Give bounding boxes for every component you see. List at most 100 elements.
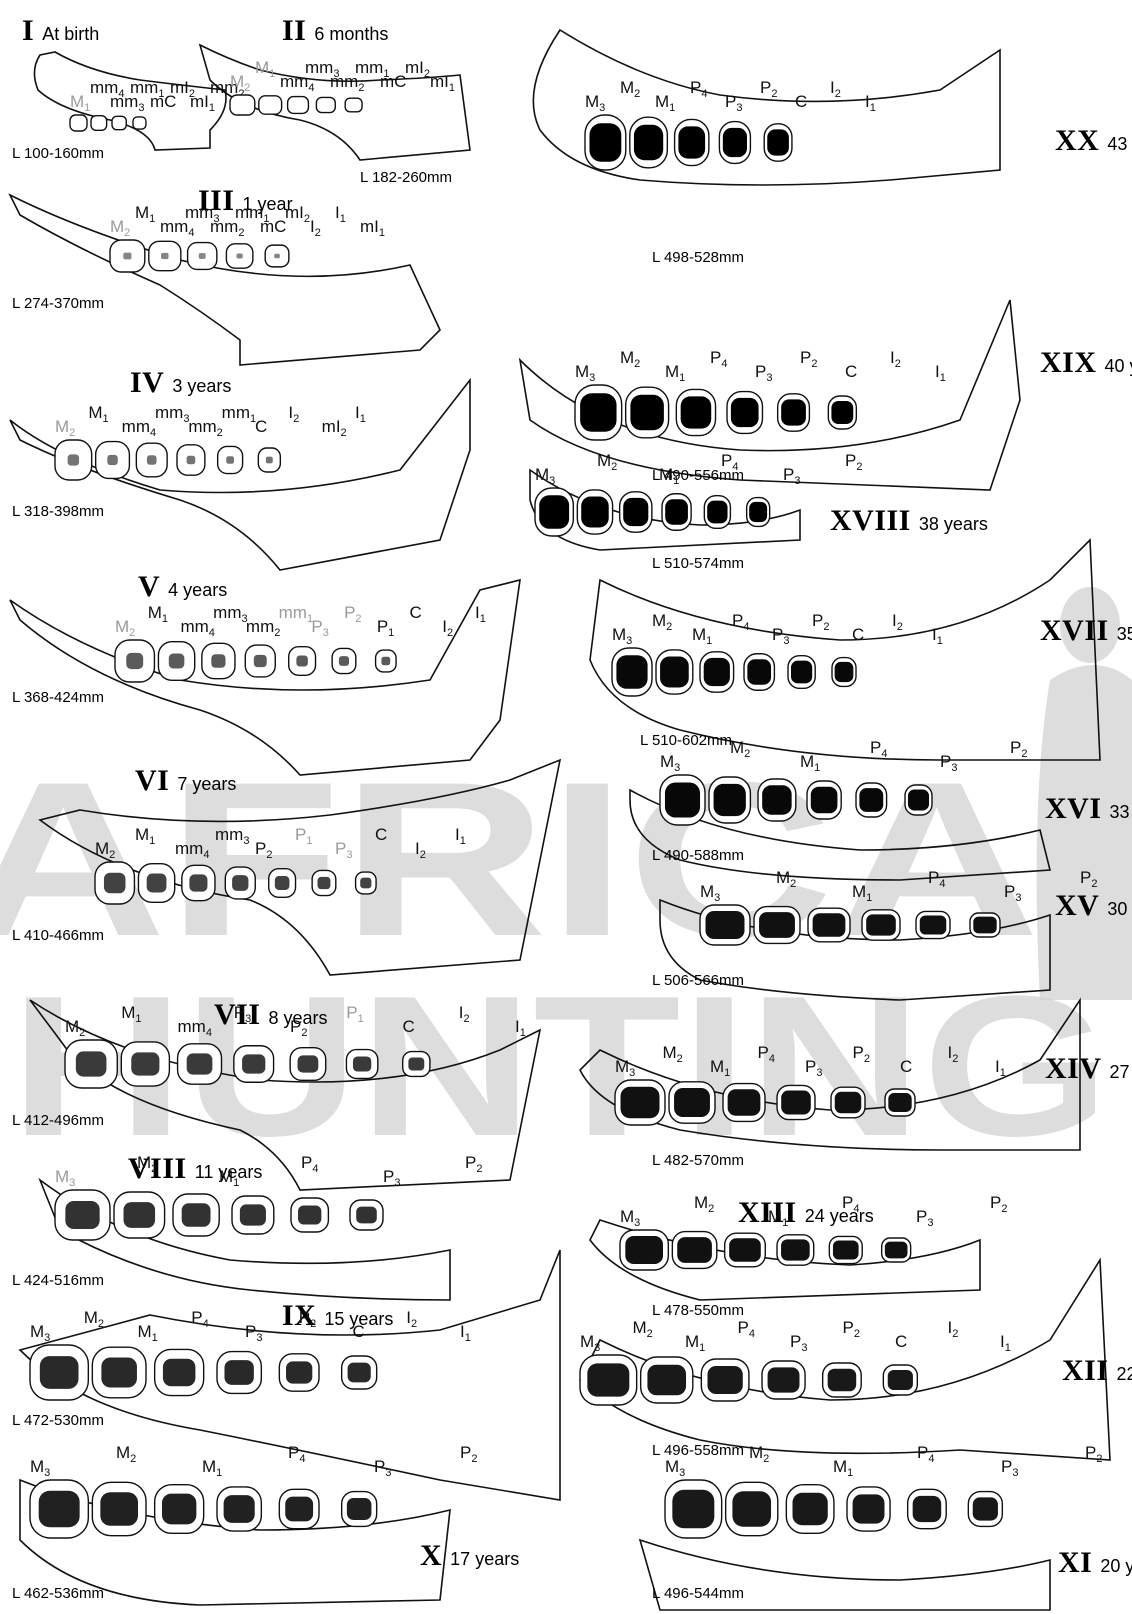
stage-xiv-panel: XIV27 yearsL 482-570mmM3M2M1P4P3P2CI2I1: [580, 1000, 1132, 1169]
stage-label: IAt birth: [22, 14, 99, 47]
tooth-wear-dentine: [240, 1204, 266, 1225]
roman-numeral: V: [138, 570, 160, 603]
stage-iii-panel: III1 yearL 274-370mmM2M1mm4mm3mm2mm1mCmI…: [10, 184, 440, 365]
stage-label: XIX40 years: [1040, 346, 1132, 379]
tooth-wear-dentine: [348, 1363, 371, 1383]
stage-label: IV3 years: [130, 366, 231, 399]
tooth-label: M1: [710, 1057, 730, 1079]
mandible-length-label: L 424-516mm: [12, 1272, 104, 1289]
tooth-label: P3: [383, 1167, 400, 1189]
tooth-wear-dentine: [131, 1052, 159, 1075]
tooth-label: P1: [377, 617, 394, 639]
tooth-label: M3: [30, 1322, 50, 1344]
tooth-wear-dentine: [147, 874, 167, 893]
tooth-label: M1: [121, 1003, 141, 1025]
tooth-wear-dentine: [678, 126, 705, 158]
tooth-wear-dentine: [706, 911, 745, 939]
tooth-label: M3: [615, 1057, 635, 1079]
tooth-wear-dentine: [353, 1056, 371, 1071]
stage-ii-panel: II6 monthsL 182-260mmM2M1mm4mm3mm2mm1mCm…: [200, 14, 470, 186]
tooth-wear-dentine: [835, 1092, 862, 1113]
tooth-label: P2: [465, 1153, 482, 1175]
tooth-label: I1: [455, 825, 466, 847]
mandible-length-label: L 274-370mm: [12, 295, 104, 312]
roman-numeral: I: [22, 14, 34, 47]
tooth-label: M2: [663, 1043, 683, 1065]
tooth-label: I1: [935, 362, 946, 384]
tooth-label: I1: [335, 203, 346, 225]
tooth-wear-dentine: [161, 253, 168, 259]
tooth-label: C: [845, 362, 857, 381]
stage-label: V4 years: [138, 570, 227, 603]
tooth-wear-dentine: [714, 784, 746, 816]
tooth-wear-dentine: [381, 657, 390, 665]
tooth-wear-dentine: [630, 395, 663, 430]
tooth-wear-dentine: [781, 399, 806, 425]
tooth-wear-dentine: [888, 1370, 913, 1390]
tooth-wear-dentine: [408, 1057, 424, 1070]
tooth-label: P3: [755, 362, 772, 384]
tooth-wear-dentine: [580, 393, 616, 432]
tooth-wear-dentine: [704, 658, 730, 686]
tooth-label: P4: [738, 1318, 755, 1340]
mandible-length-label: L 412-496mm: [12, 1112, 104, 1129]
tooth-label: M1: [88, 403, 108, 425]
tooth-label: M2: [116, 1443, 136, 1465]
tooth-wear-dentine: [767, 129, 789, 155]
tooth-label: M2: [749, 1443, 769, 1465]
roman-numeral: XIV: [1045, 1052, 1102, 1085]
tooth-wear-dentine: [101, 1357, 137, 1387]
roman-numeral: XIX: [1040, 346, 1097, 379]
tooth-label: mI1: [360, 217, 385, 239]
tooth-wear-dentine: [707, 1366, 742, 1394]
tooth-wear-dentine: [749, 502, 767, 522]
tooth-label: mI2: [322, 417, 347, 439]
tooth-label: M2: [55, 417, 75, 439]
tooth-label: I1: [460, 1322, 471, 1344]
tooth-wear-dentine: [665, 499, 688, 525]
tooth-label: M2: [652, 611, 672, 633]
tooth-wear-dentine: [123, 253, 131, 260]
tooth-wear-dentine: [296, 656, 308, 667]
stage-xv-panel: XV30 yearsL 506-566mmM3M2M1P4P3P2: [652, 868, 1132, 1000]
tooth-wear-dentine: [647, 1365, 686, 1396]
tooth-wear-dentine: [791, 661, 812, 684]
tooth-wear-dentine: [723, 128, 747, 157]
mandible-length-label: L 490-556mm: [652, 467, 744, 484]
tooth-crown: [133, 117, 146, 129]
tooth-label: M3: [612, 625, 632, 647]
tooth-wear-dentine: [107, 455, 118, 465]
tooth-wear-dentine: [621, 1087, 660, 1119]
tooth-crown: [345, 98, 362, 112]
tooth-wear-dentine: [182, 1203, 211, 1227]
tooth-label: P4: [301, 1153, 318, 1175]
tooth-label: mm4: [180, 617, 214, 639]
tooth-wear-dentine: [163, 1359, 195, 1386]
tooth-label: M2: [620, 78, 640, 100]
tooth-label: mI2: [405, 58, 430, 80]
tooth-label: M1: [138, 1322, 158, 1344]
stage-xviii-panel: XVIII38 yearsL 510-574mmM3M2M1P4P3P2: [530, 451, 988, 572]
tooth-label: mm3: [215, 825, 249, 847]
tooth-label: P2: [990, 1193, 1007, 1215]
tooth-label: I2: [948, 1318, 959, 1340]
stage-label: XV30 years: [1055, 889, 1132, 922]
tooth-crown: [91, 116, 107, 131]
stage-label: X17 years: [420, 1539, 519, 1572]
tooth-label: M1: [685, 1332, 705, 1354]
roman-numeral: XI: [1058, 1546, 1092, 1579]
tooth-label: mm1: [279, 603, 313, 625]
stage-label: XVIII38 years: [830, 504, 988, 537]
roman-numeral: XVII: [1040, 614, 1109, 647]
stage-xx-panel: XX43 yearsL 498-528mmM3M2M1P4P3P2CI2I1: [533, 30, 1132, 266]
tooth-wear-dentine: [634, 125, 663, 160]
tooth-label: I2: [415, 839, 426, 861]
tooth-label: mm4: [178, 1017, 212, 1039]
stage-xii-panel: XII22 yearsL 496-558mmM3M2M1P4P3P2CI2I1: [580, 1260, 1132, 1460]
tooth-label: P3: [725, 92, 742, 114]
roman-numeral: X: [420, 1539, 442, 1572]
tooth-crown: [259, 96, 282, 114]
mandible-length-label: L 472-530mm: [12, 1412, 104, 1429]
tooth-wear-dentine: [681, 396, 712, 428]
